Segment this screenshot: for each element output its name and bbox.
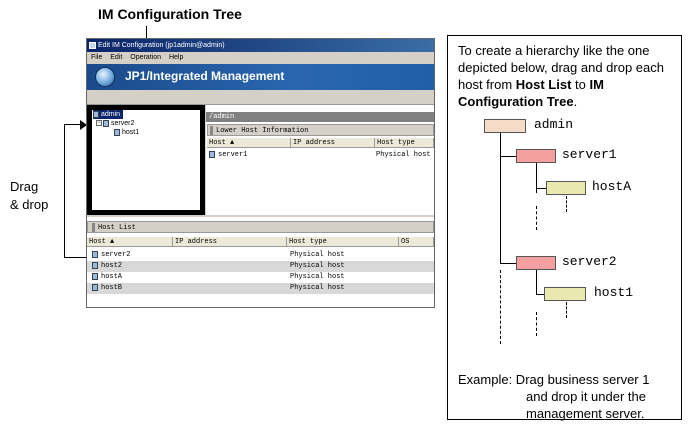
callout-title: IM Configuration Tree	[98, 6, 242, 22]
tree-node-label: server2	[111, 120, 135, 127]
table-row-host[interactable]: server1	[207, 150, 247, 160]
window-title: Edit IM Configuration (jp1admin@admin)	[98, 42, 225, 49]
example-line1: Example: Drag business server 1	[458, 372, 650, 387]
host-detail-pane: /admin Lower Host Information Host ▲ IP …	[206, 105, 434, 215]
im-configuration-tree[interactable]: admin − server2 host1	[87, 105, 205, 215]
jp1-logo-icon	[95, 67, 115, 87]
server1-node-box	[516, 149, 556, 163]
continuation-dashed-line	[536, 312, 537, 336]
host-icon	[92, 283, 98, 291]
table-row[interactable]: server2 Physical host	[87, 250, 434, 261]
continuation-dashed-line	[536, 206, 537, 230]
hostA-node-label: hostA	[592, 179, 632, 194]
continuation-dashed-line	[500, 270, 501, 344]
sort-icon: ▲	[230, 139, 235, 147]
table-row[interactable]: hostB Physical host	[87, 283, 434, 294]
path-bar: /admin	[206, 112, 434, 122]
col-header-ip[interactable]: IP address	[291, 138, 375, 148]
host-icon	[103, 119, 109, 127]
continuation-dashed-line	[566, 196, 567, 212]
host-list-header[interactable]: Host List	[87, 221, 434, 233]
server2-node-box	[516, 256, 556, 270]
menu-edit[interactable]: Edit	[110, 54, 123, 61]
hostA-node-box	[546, 181, 586, 195]
connector-line	[500, 156, 516, 157]
host1-node-label: host1	[594, 285, 634, 300]
table-row[interactable]: hostA Physical host	[87, 272, 434, 283]
col-header-type[interactable]: Host type	[287, 237, 399, 247]
menu-bar: File Edit Operation Help	[87, 52, 434, 64]
host1-node-box	[544, 287, 586, 301]
col-header-host[interactable]: Host ▲	[207, 138, 291, 148]
host-list-pane: Host List Host ▲ IP address Host type OS…	[87, 217, 434, 307]
connector-line	[536, 188, 546, 189]
table-cell-type: Physical host	[376, 151, 431, 159]
connector-line	[536, 294, 544, 295]
banner-title: JP1/Integrated Management	[125, 69, 285, 83]
host-icon	[92, 261, 98, 269]
tree-node-label: admin	[101, 111, 121, 118]
host-icon	[92, 250, 98, 258]
col-header-host[interactable]: Host ▲	[87, 237, 173, 247]
drag-arrow-icon	[80, 120, 87, 130]
section-title: Lower Host Information	[216, 127, 309, 135]
grip-icon	[92, 222, 95, 232]
tree-node-admin[interactable]: admin	[93, 110, 124, 119]
connector-line	[500, 263, 516, 264]
config-tree-ref: IM Configuration Tree	[458, 77, 604, 109]
menu-help[interactable]: Help	[168, 54, 184, 61]
example-caption: Example: Drag business server 1 and drop…	[458, 371, 680, 422]
window-app-icon	[89, 41, 96, 49]
example-line3: management server.	[526, 406, 645, 421]
host-list-ref: Host List	[515, 77, 572, 92]
drag-bracket-top	[64, 124, 84, 125]
sort-icon: ▲	[110, 238, 115, 246]
col-header-os[interactable]: OS	[399, 237, 434, 247]
host-icon	[92, 272, 98, 280]
window-titlebar[interactable]: Edit IM Configuration (jp1admin@admin)	[87, 39, 434, 52]
host-icon	[209, 150, 215, 158]
admin-node-label: admin	[534, 117, 574, 132]
product-banner: JP1/Integrated Management	[87, 64, 434, 90]
menu-file[interactable]: File	[91, 54, 103, 61]
tree-node-host1[interactable]: host1	[114, 128, 139, 137]
instruction-text: To create a hierarchy like the one depic…	[458, 43, 664, 109]
host-icon	[114, 128, 120, 136]
drag-label-line1: Drag	[10, 179, 39, 194]
lower-host-section-header[interactable]: Lower Host Information	[207, 124, 434, 136]
col-header-ip[interactable]: IP address	[173, 237, 287, 247]
server1-node-label: server1	[562, 147, 617, 162]
instruction-panel: To create a hierarchy like the one depic…	[447, 35, 682, 422]
example-line2: and drop it under the	[526, 389, 646, 404]
col-header-type[interactable]: Host type	[375, 138, 434, 148]
admin-node-box	[484, 119, 526, 133]
host-list-title: Host List	[98, 224, 136, 232]
drag-bracket-vertical	[64, 124, 65, 257]
grip-icon	[210, 125, 213, 135]
continuation-dashed-line	[566, 302, 567, 318]
tree-node-label: host1	[122, 129, 140, 136]
connector-line	[536, 163, 537, 193]
connector-line	[536, 270, 537, 294]
toolbar	[87, 90, 434, 105]
table-row[interactable]: host2 Physical host	[87, 261, 434, 272]
host-icon	[93, 110, 99, 118]
tree-node-server2[interactable]: − server2	[96, 119, 134, 128]
drag-bracket-bottom	[64, 257, 86, 258]
menu-operation[interactable]: Operation	[130, 54, 161, 61]
collapse-icon[interactable]: −	[96, 120, 102, 127]
drag-drop-label: Drag & drop	[10, 178, 48, 214]
im-configuration-window: Edit IM Configuration (jp1admin@admin) F…	[86, 38, 435, 308]
drag-label-line2: & drop	[10, 197, 49, 212]
server2-node-label: server2	[562, 254, 617, 269]
connector-line	[500, 133, 501, 264]
